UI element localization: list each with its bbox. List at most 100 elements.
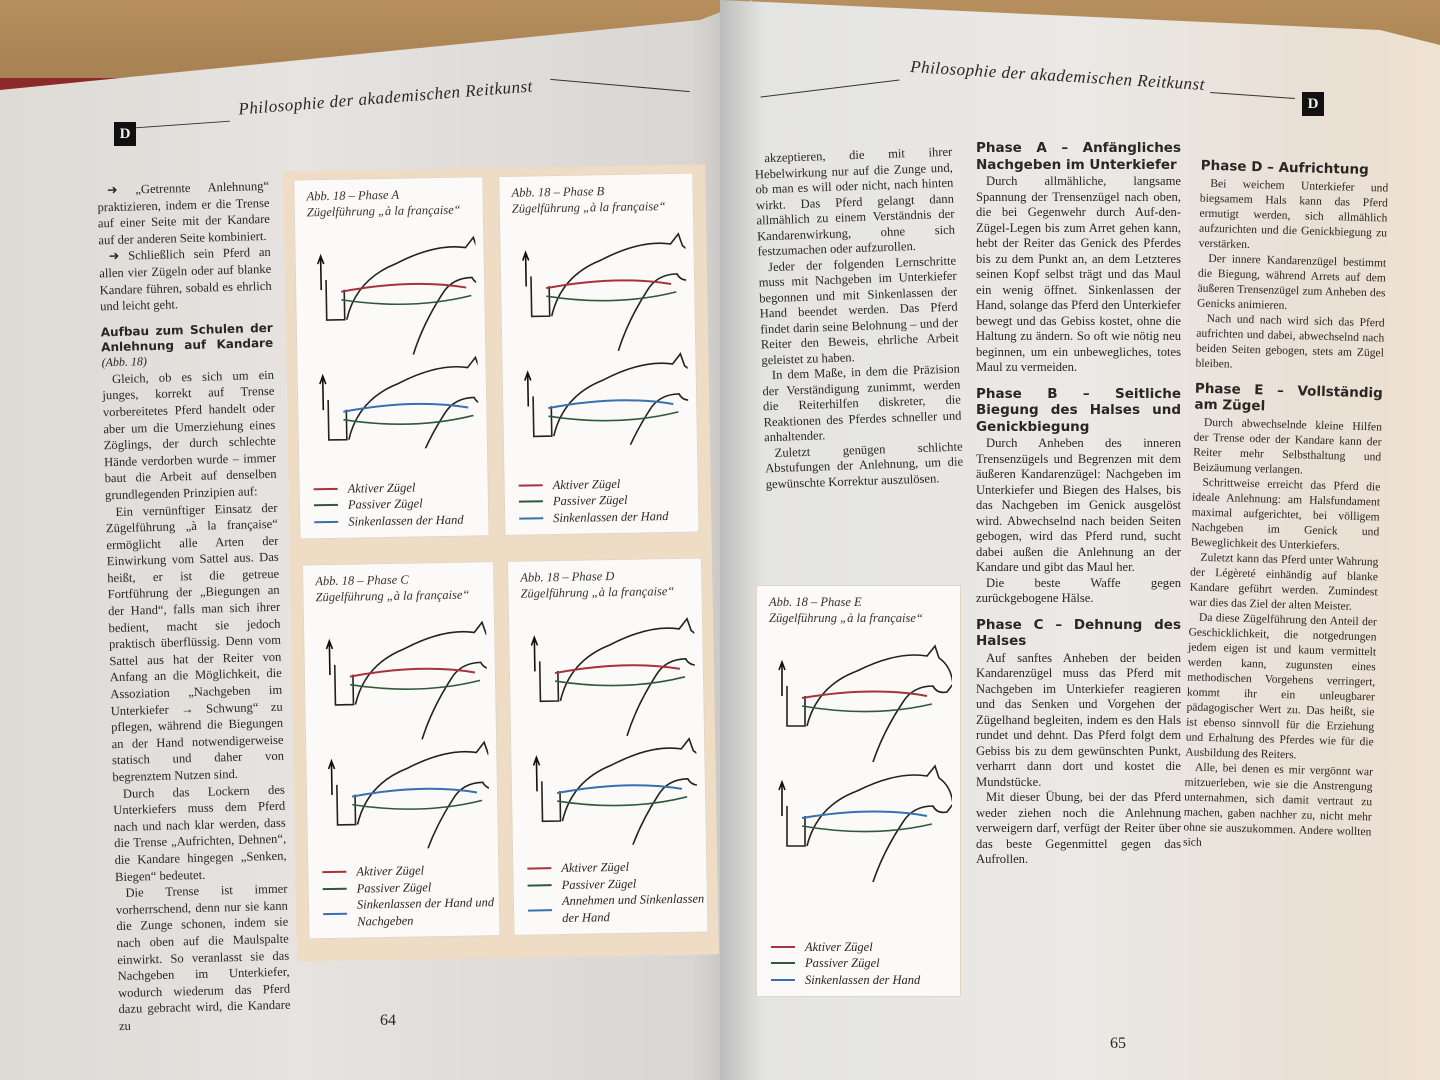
legend-label: Aktiver Zügel: [552, 476, 621, 492]
legend-swatch: [771, 962, 795, 965]
horse-head-drawing: [778, 644, 952, 763]
legend-swatch: [527, 883, 552, 887]
legend-swatch: [528, 908, 553, 912]
text: Die beste Waffe gegen zurückgebogene Häl…: [976, 575, 1181, 606]
legend-label: Passiver Zügel: [347, 496, 423, 512]
section-heading: Phase B – Seitliche Biegung des Halses u…: [976, 386, 1181, 436]
paragraph: Die beste Waffe gegen zurückgebogene Häl…: [976, 576, 1181, 607]
figure-subtitle: Zügelführung „à la française“: [511, 199, 666, 216]
text: Bei weichem Unterkiefer und biegsamem Ha…: [1198, 176, 1389, 251]
section-heading: Phase C – Dehnung des Halses: [976, 617, 1181, 650]
text: Gleich, ob es sich um ein junges, korrek…: [102, 367, 277, 503]
figure-subtitle: Zügelführung „à la française“: [769, 611, 923, 625]
paragraph: Nach und nach wird sich das Pferd aufric…: [1195, 310, 1385, 375]
paragraph: ➜ Schließlich sein Pferd an allen vier Z…: [99, 244, 273, 315]
text: Durch das Lockern des Unterkiefers muss …: [113, 782, 287, 884]
horse-head-drawing: [325, 620, 490, 740]
figure-illustration: [530, 617, 698, 847]
figure-subtitle: Zügelführung „à la française“: [306, 202, 461, 220]
legend-swatch: [527, 867, 552, 870]
horse-head-drawing: [778, 764, 952, 883]
chapter-marker: D: [114, 122, 136, 146]
figure-illustration: [325, 620, 490, 851]
figure-illustration: [778, 644, 952, 883]
text: Da diese Zügelführung den Anteil der Ges…: [1185, 610, 1378, 761]
legend-swatch: [771, 978, 795, 981]
horse-head-drawing: [317, 235, 479, 355]
text: Die Trense ist immer vorherrschend, denn…: [115, 881, 291, 1034]
text: Zuletzt kann das Pferd unter Wahrung der…: [1189, 550, 1379, 613]
legend-label: Sinkenlassen der Hand: [348, 512, 464, 529]
legend-swatch: [518, 484, 543, 487]
legend-swatch: [771, 945, 795, 948]
text: Auf sanftes Anheben der beiden Kandarenz…: [976, 650, 1181, 789]
legend-swatch: [313, 504, 338, 507]
legend-label: Aktiver Zügel: [347, 479, 416, 496]
horse-head-drawing: [521, 232, 689, 352]
legend-label: Annehmen und Sinkenlassen der Hand: [561, 891, 705, 925]
legend-item: Sinkenlassen der Hand: [314, 511, 464, 530]
text: Phase E – Vollständig am Zügel: [1194, 380, 1384, 415]
paragraph: akzeptieren, die mit ihrer Hebelwirkung …: [754, 145, 956, 260]
paragraph: Zuletzt genügen schlichte Abstufungen de…: [764, 439, 964, 492]
legend-label: Passiver Zügel: [561, 876, 637, 892]
section-heading: Aufbau zum Schulen der Anlehnung auf Kan…: [101, 321, 274, 370]
legend-label: Sinkenlassen der Hand und Nachgeben: [356, 895, 495, 929]
legend-label: Aktiver Zügel: [561, 859, 630, 875]
paragraph: Bei weichem Unterkiefer und biegsamem Ha…: [1199, 175, 1389, 255]
legend-item: Aktiver Zügel: [771, 939, 920, 956]
legend-swatch: [518, 500, 543, 503]
header-rule: [550, 78, 690, 93]
legend-label: Sinkenlassen der Hand: [805, 972, 921, 987]
text: Durch abwechselnde kleine Hilfen der Tre…: [1192, 415, 1383, 476]
paragraph: Die Trense ist immer vorherrschend, denn…: [115, 881, 291, 1035]
page-number: 65: [1110, 1035, 1126, 1052]
legend-label: Aktiver Zügel: [356, 863, 425, 879]
legend-label: Passiver Zügel: [805, 956, 880, 970]
paragraph: Ein vernünftiger Einsatz der Zügelführun…: [105, 499, 284, 785]
figure-illustration: [521, 232, 689, 447]
left-page: Philosophie der akademischen Reitkunst D…: [0, 0, 752, 1080]
section-heading: Phase E – Vollständig am Zügel: [1194, 380, 1383, 418]
paragraph: Durch allmähliche, langsame Spannung der…: [976, 174, 1181, 376]
legend-item: Passiver Zügel: [771, 955, 920, 972]
text: Ein vernünftiger Einsatz der Zügelführun…: [105, 500, 285, 785]
paragraph: Alle, bei denen es mir vergönnt war mitz…: [1183, 759, 1373, 854]
text: Durch allmähliche, langsame Spannung der…: [976, 174, 1181, 374]
paragraph: Da diese Zügelführung den Anteil der Ges…: [1185, 609, 1377, 764]
legend-swatch: [519, 517, 544, 520]
paragraph: Zuletzt kann das Pferd unter Wahrung der…: [1189, 549, 1379, 614]
paragraph: Jeder der folgenden Lernschritte muss mi…: [758, 253, 960, 368]
header-rule: [135, 120, 230, 129]
figure-subtitle: Zügelführung „à la française“: [315, 587, 470, 605]
right-page: Philosophie der akademischen Reitkunst D…: [720, 0, 1440, 1080]
figure-subtitle: Zügelführung „à la française“: [520, 583, 675, 601]
section-heading: Phase A – Anfängliches Nachgeben im Unte…: [976, 140, 1181, 173]
text: Der innere Kandarenzügel bestimmt die Bi…: [1196, 251, 1387, 312]
legend-label: Passiver Zügel: [552, 492, 628, 509]
text: Aufbau zum Schulen der Anlehnung auf Kan…: [100, 320, 274, 355]
horse-head-drawing: [530, 617, 698, 737]
figure-title: Abb. 18 – Phase E: [769, 595, 862, 609]
figure-illustration: [317, 235, 479, 451]
paragraph: Mit dieser Übung, bei der das Pferd wede…: [976, 790, 1181, 868]
figure-caption: Abb. 18 – Phase E Zügelführung „à la fran…: [769, 594, 923, 626]
legend-swatch: [322, 887, 347, 890]
horse-head-drawing: [524, 352, 689, 447]
text: Schrittweise erreicht das Pferd die idea…: [1190, 475, 1381, 552]
text: In dem Maße, in dem die Präzision der Ve…: [762, 361, 962, 445]
legend-item: Annehmen und Sinkenlassen der Hand: [528, 890, 708, 926]
legend-label: Passiver Zügel: [356, 879, 432, 896]
